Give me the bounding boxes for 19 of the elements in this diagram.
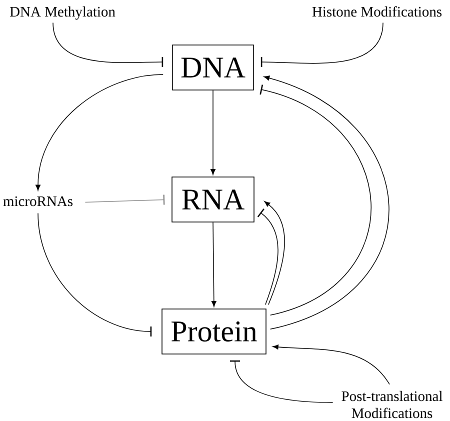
arrow <box>36 74 164 191</box>
text-label: Histone Modifications <box>312 6 442 17</box>
arrow <box>210 90 216 175</box>
process-box: Protein <box>162 308 266 354</box>
bar-arrow <box>230 360 334 403</box>
arrow <box>264 76 390 330</box>
bar-arrow <box>52 22 164 67</box>
arrow <box>211 222 216 307</box>
text-label: DNA Methylation <box>10 6 116 20</box>
arrow <box>264 201 285 305</box>
bar-arrow <box>84 194 165 205</box>
arrow <box>272 344 390 385</box>
bar-arrow <box>38 212 152 336</box>
text-label: microRNAs <box>3 196 73 206</box>
bar-arrow <box>260 22 384 67</box>
process-box: RNA <box>172 176 254 222</box>
text-label: Post-translational Modifications <box>342 390 442 418</box>
process-box: DNA <box>172 44 254 90</box>
bar-arrow <box>260 84 372 316</box>
